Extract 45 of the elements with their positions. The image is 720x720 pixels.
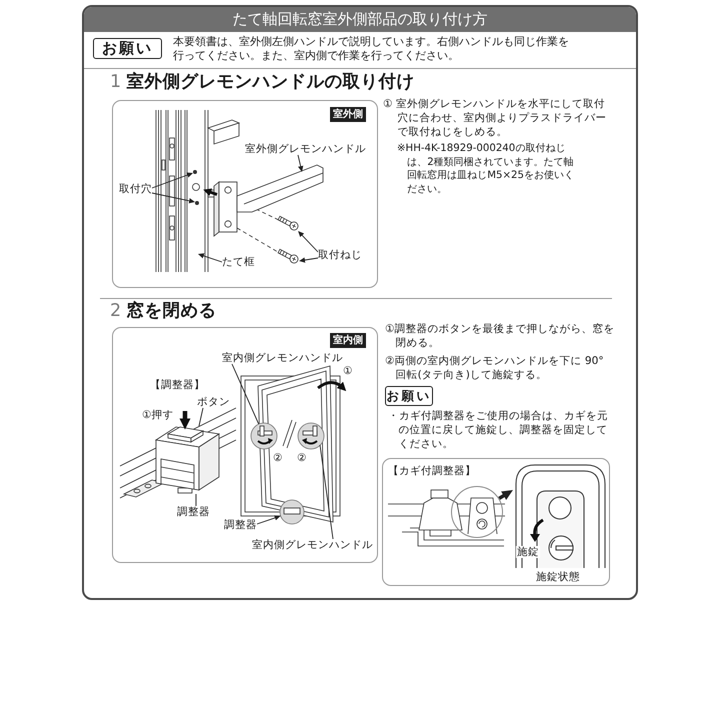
title-banner: たて軸回転窓室外側部品の取り付け方 xyxy=(84,7,636,32)
leader-line xyxy=(152,172,194,188)
notice-text: 本要領書は、室外側左側ハンドルで説明しています。右側ハンドルも同じ作業を行ってください。また、室内側で作業を行ってください。 xyxy=(173,35,570,63)
callout-label: 室外側グレモンハンドル xyxy=(245,143,366,155)
leader-line xyxy=(299,257,318,263)
leader-line xyxy=(298,231,318,252)
leader-line xyxy=(152,192,196,204)
side-tag: 室内側 xyxy=(330,333,366,348)
section-heading: 2 窓を閉める xyxy=(110,301,217,322)
note-text: ※HH-4K-18929-000240の取付ねじは、2種類同梱されています。たて軸回転窓用は皿ねじM5×25をお使いください。 xyxy=(397,142,575,196)
callout-label: ①押す xyxy=(142,409,174,421)
callout-label: 調整器 xyxy=(177,506,210,518)
callout-label: ボタン xyxy=(197,396,230,408)
callout-number: ② xyxy=(297,452,306,464)
callout-label: 調整器 xyxy=(224,519,257,531)
section-heading: 1 室外側グレモンハンドルの取り付け xyxy=(110,72,415,93)
instruction-text: ① 室外側グレモンハンドルを水平にして取付穴に合わせ、室内側よりプラスドライバーで取付ねじをしめる。 xyxy=(383,97,608,139)
callout-label: 取付ねじ xyxy=(318,249,362,261)
notice-tag: お願い xyxy=(93,38,162,59)
illustration-panel xyxy=(382,458,610,586)
adjuster-drawing xyxy=(154,426,221,494)
instruction-text: ①調整器のボタンを最後まで押しながら、窓を閉める。 xyxy=(385,322,616,350)
leader-line xyxy=(198,408,204,426)
leader-line xyxy=(298,154,304,172)
side-tag: 室外側 xyxy=(330,107,366,122)
leader-line xyxy=(256,515,281,524)
arrow xyxy=(498,490,513,500)
callout-number: ② xyxy=(273,452,282,464)
lock-closeup-drawing xyxy=(513,462,608,568)
figure-caption: 【調整器】 xyxy=(150,379,205,391)
instruction-text: ②両側の室内側グレモンハンドルを下に 90°回転(タテ向き)して施錠する。 xyxy=(385,354,605,382)
leader-line xyxy=(198,253,222,262)
callout-label: 室内側グレモンハンドル xyxy=(252,539,373,551)
callout-label: 取付穴 xyxy=(119,183,152,195)
callout-label: 施錠 xyxy=(516,546,540,558)
panel-heading: 【カギ付調整器】 xyxy=(388,465,476,478)
callout-number: ① xyxy=(343,365,352,377)
figure-caption: 施錠状態 xyxy=(536,571,580,583)
callout-label: 室内側グレモンハンドル xyxy=(222,352,343,364)
notice-text: ・カギ付調整器をご使用の場合は、カギを元の位置に戻して施錠し、調整器を固定してください。 xyxy=(388,409,609,451)
notice-tag: お願い xyxy=(385,386,433,406)
magnifier-circle xyxy=(451,486,503,538)
leader-line xyxy=(232,364,260,425)
leader-line xyxy=(320,444,334,540)
callout-label: たて框 xyxy=(222,256,255,268)
